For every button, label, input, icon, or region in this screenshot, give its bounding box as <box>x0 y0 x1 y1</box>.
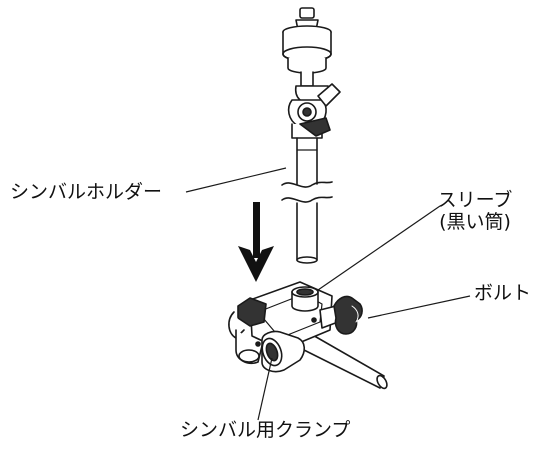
cymbal-holder-pipe <box>281 137 333 264</box>
sleeve-label-line1: スリーブ <box>437 189 513 211</box>
sleeve-label: スリーブ (黒い筒) <box>420 189 530 234</box>
bolt-label: ボルト <box>474 282 532 304</box>
cymbal-holder-top <box>282 7 341 139</box>
leader-line-cymbal-holder <box>185 167 287 193</box>
cymbal-clamp <box>228 281 388 390</box>
sleeve-label-line2: (黒い筒) <box>439 210 511 233</box>
cymbal-holder-label: シンバルホルダー <box>10 181 163 203</box>
leader-line-bolt <box>367 295 471 319</box>
cymbal-clamp-label: シンバル用クランプ <box>180 419 351 441</box>
leader-line-clamp <box>257 357 273 421</box>
leader-line-sleeve <box>317 205 441 291</box>
down-arrow-icon <box>238 202 274 282</box>
